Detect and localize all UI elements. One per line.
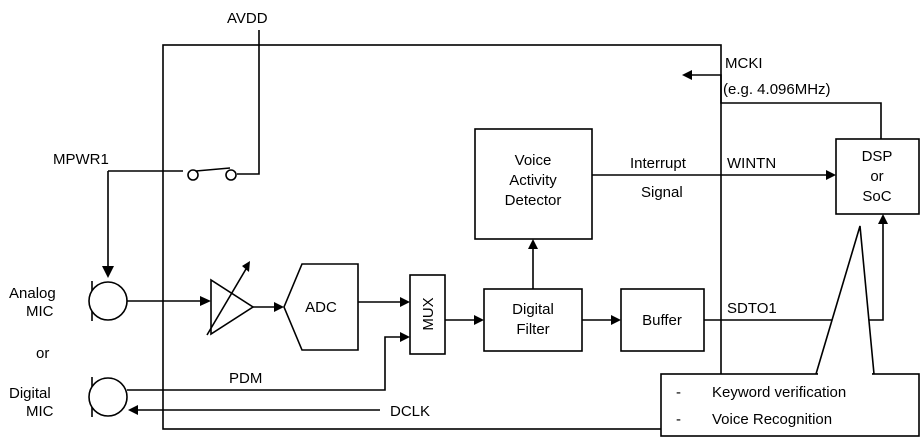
switch-contact-left: [187, 169, 199, 181]
pga-amplifier-icon: [210, 278, 255, 336]
digital-mic-label-2: MIC: [26, 403, 54, 420]
sdto1-arrowhead: [878, 214, 888, 224]
digital-filter-block: [483, 288, 583, 352]
analog-mic-label-2: MIC: [26, 303, 54, 320]
wintn-label: WINTN: [727, 155, 776, 172]
filter-to-buffer-arrowhead: [611, 315, 621, 325]
dsp-soc-label-2: or: [870, 168, 883, 185]
buffer-label: Buffer: [642, 312, 682, 329]
switch-blade: [195, 167, 231, 172]
adc-to-mux-arrowhead: [400, 297, 410, 307]
dsp-soc-label-1: DSP: [862, 148, 893, 165]
pdm-arrowhead: [400, 332, 410, 342]
vad-label-1: Voice: [515, 152, 552, 169]
digital-filter-label-1: Digital: [512, 301, 554, 318]
callout-bullet-2: -: [676, 411, 681, 428]
vad-block: [474, 128, 593, 240]
callout-bullet-1: -: [676, 384, 681, 401]
mux-label: MUX: [420, 297, 437, 330]
avdd-label: AVDD: [227, 10, 268, 27]
mcki-note: (e.g. 4.096MHz): [723, 81, 831, 98]
callout-item-recognition: Voice Recognition: [712, 411, 832, 428]
analog-mic-label-1: Analog: [9, 285, 56, 302]
analog-mic-icon: [88, 281, 128, 321]
digital-mic-label-1: Digital: [9, 385, 51, 402]
callout-pointer: [814, 225, 875, 375]
digital-mic-icon: [88, 377, 128, 417]
mux-block: [409, 274, 446, 355]
mcki-label: MCKI: [725, 55, 763, 72]
digital-filter-label-2: Filter: [516, 321, 549, 338]
pdm-wire: [127, 336, 400, 391]
dclk-label: DCLK: [390, 403, 430, 420]
pga-variable-arrow-shaft: [206, 268, 247, 336]
sdto1-wire: [704, 224, 884, 321]
host-functions-callout: [660, 373, 920, 437]
buffer-block: [620, 288, 705, 352]
or-label: or: [36, 345, 49, 362]
chip-boundary: [162, 44, 722, 430]
mpwr1-arrowhead: [102, 266, 114, 278]
switch-contact-right: [225, 169, 237, 181]
interrupt-label-2: Signal: [641, 184, 683, 201]
mux-to-filter-arrowhead: [474, 315, 484, 325]
avdd-wire: [237, 30, 260, 175]
interrupt-label-1: Interrupt: [630, 155, 687, 172]
pga-variable-arrowhead: [242, 261, 250, 272]
dsp-soc-label-3: SoC: [862, 188, 891, 205]
callout-joint: [818, 371, 872, 377]
vad-label-2: Activity: [509, 172, 557, 189]
adc-label: ADC: [305, 299, 337, 316]
pga-to-adc-arrowhead: [274, 302, 284, 312]
mpwr1-label: MPWR1: [53, 151, 109, 168]
filter-to-vad-arrowhead: [528, 239, 538, 249]
mcki-arrowhead: [682, 70, 692, 80]
pdm-label: PDM: [229, 370, 262, 387]
interrupt-arrowhead: [826, 170, 836, 180]
dsp-soc-block: [835, 138, 920, 215]
callout-item-keyword: Keyword verification: [712, 384, 846, 401]
dclk-arrowhead: [128, 405, 138, 415]
mcki-wire: [692, 74, 882, 139]
adc-block: [283, 263, 359, 351]
vad-label-3: Detector: [505, 192, 562, 209]
sdto1-label: SDTO1: [727, 300, 777, 317]
analog-mic-arrowhead: [200, 296, 211, 306]
